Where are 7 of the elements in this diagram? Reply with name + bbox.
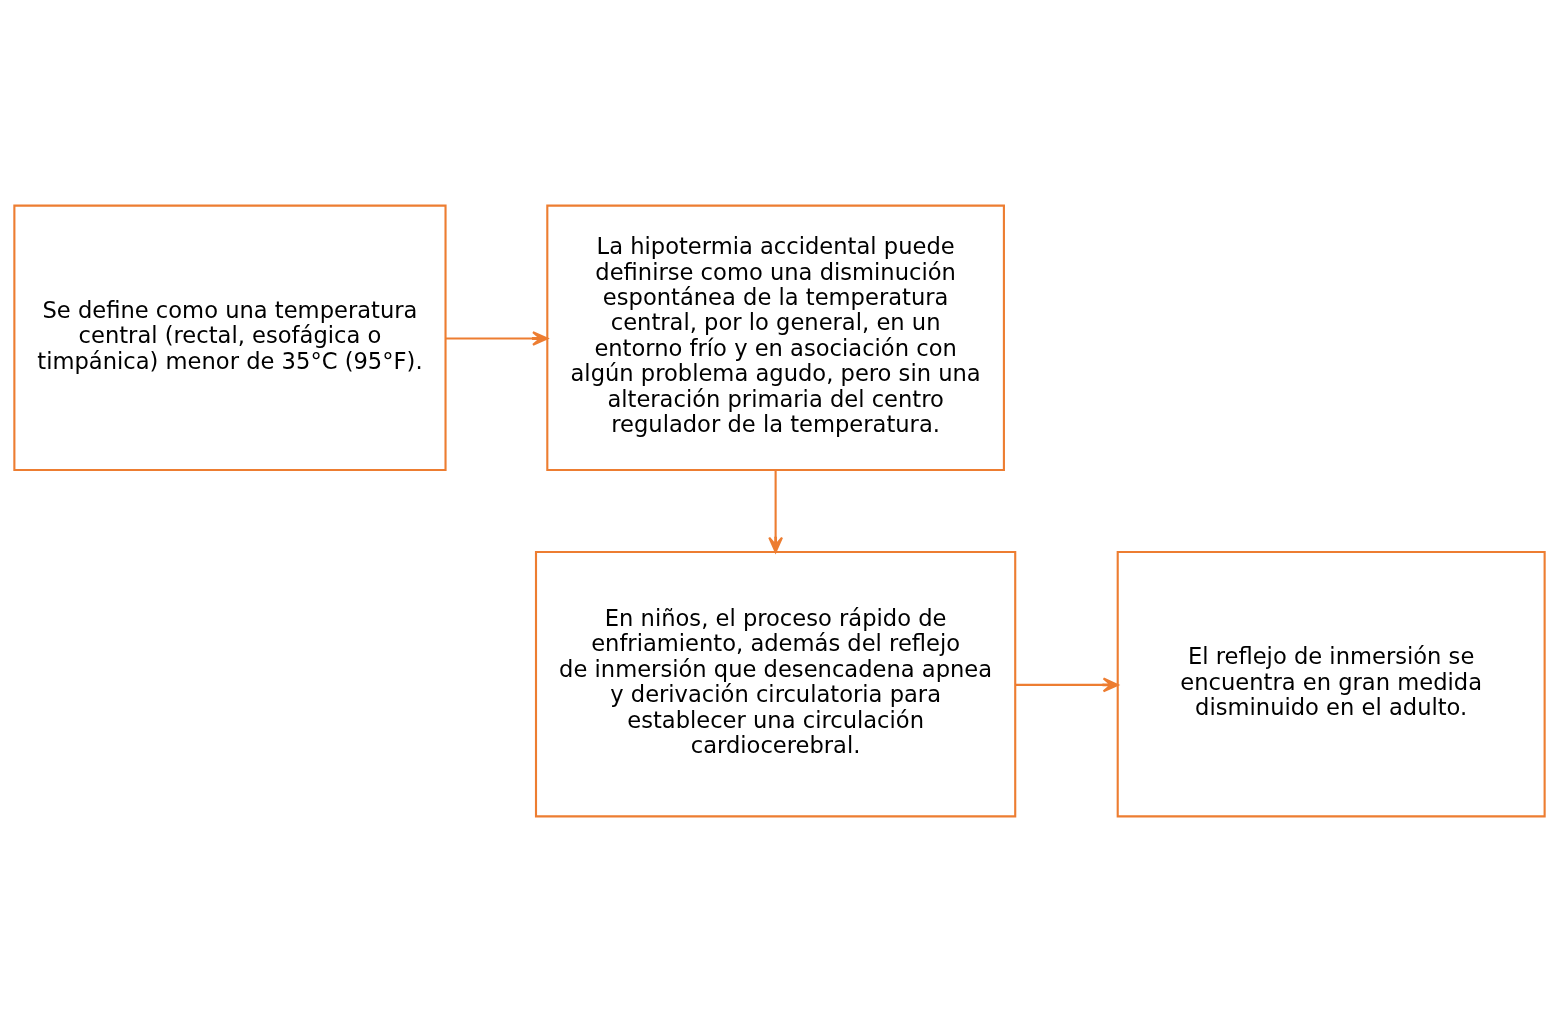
node-box: En niños, el proceso rápido de enfriamiento, además del reflejo de inmersión que desencadena apnea y derivación circulatoria para establecer una circulación cardiocerebral.: [534, 550, 1017, 818]
node-box: El reflejo de inmersión se encuentra en gran medida disminuido en el adulto.: [1116, 550, 1546, 818]
arrow: [768, 470, 784, 553]
arrow: [1015, 677, 1119, 693]
arrow: [445, 331, 549, 346]
node-box: Se define como una temperatura central (rectal, esofágica o timpánica) menor de 35°C (95°F).: [13, 204, 447, 472]
node-box: La hipotermia accidental puede definirse como una disminución espontánea de la temperatura central, por lo general, en un entorno frío y en asociación con algún problema agudo, pero sin una alteración primaria del centro regulador de la temperatura.: [546, 204, 1005, 472]
